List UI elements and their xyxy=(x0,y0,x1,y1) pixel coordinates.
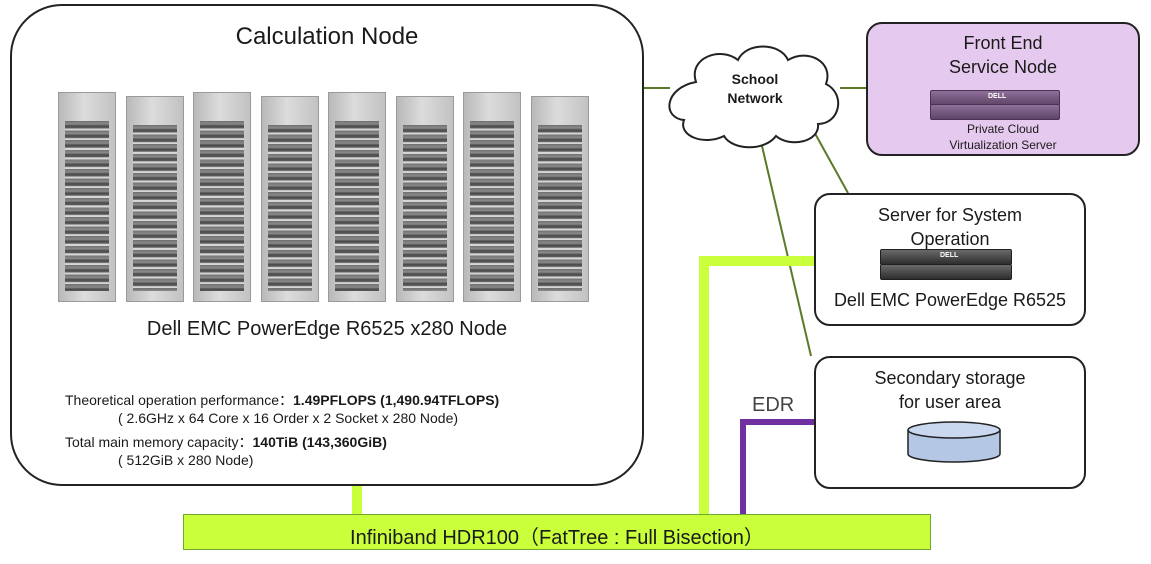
front-end-title-line1: Front End xyxy=(963,33,1043,53)
memory-detail: ( 512GiB x 280 Node) xyxy=(118,452,254,468)
school-network-cloud-icon xyxy=(668,45,840,149)
rack-server-units xyxy=(65,121,109,291)
rack-server-units xyxy=(335,121,379,291)
server-rack xyxy=(463,92,521,302)
memory-label: Total main memory capacity： xyxy=(65,434,253,450)
server-rack xyxy=(125,96,184,302)
rack-server-units xyxy=(267,125,312,291)
server-rack xyxy=(530,96,589,302)
front-end-title-line2: Service Node xyxy=(948,57,1058,77)
network-link-sysop xyxy=(811,127,849,194)
front-end-server-icon: DELL xyxy=(930,90,1060,120)
ib-link-sysop xyxy=(699,256,814,514)
storage-disk-icon xyxy=(907,421,1001,463)
network-link-storage xyxy=(761,145,812,357)
performance-detail: ( 2.6GHz x 64 Core x 16 Order x 2 Socket… xyxy=(118,410,459,426)
system-operation-title-line2: Operation xyxy=(910,229,990,249)
storage-title-line2: for user area xyxy=(898,392,1002,412)
memory-spec: Total main memory capacity：140TiB (143,3… xyxy=(65,432,387,452)
rack-server-units xyxy=(470,121,514,291)
front-end-subtitle-line1: Private Cloud xyxy=(966,122,1040,136)
system-operation-title: Server for System Operation xyxy=(816,203,1084,251)
front-end-service-node-panel: Front End Service Node DELL Private Clou… xyxy=(866,22,1140,156)
rack-server-units xyxy=(402,125,447,291)
school-network-line2: Network xyxy=(727,90,783,106)
system-operation-server-panel: Server for System Operation DELL Dell EM… xyxy=(814,193,1086,326)
server-rack xyxy=(328,92,386,302)
performance-value: 1.49PFLOPS (1,490.94TFLOPS) xyxy=(293,392,500,408)
system-operation-model: Dell EMC PowerEdge R6525 xyxy=(833,290,1067,310)
rack-server-units xyxy=(132,125,177,291)
front-end-title: Front End Service Node xyxy=(868,31,1138,79)
storage-title-line1: Secondary storage xyxy=(874,368,1026,388)
server-rack xyxy=(395,96,454,302)
performance-spec: Theoretical operation performance：1.49PF… xyxy=(65,390,499,410)
rack-server-units xyxy=(200,121,244,291)
calculation-node-title: Calculation Node xyxy=(235,23,419,50)
system-operation-server-brand: DELL xyxy=(940,252,959,259)
server-rack xyxy=(58,92,116,302)
edr-label: EDR xyxy=(752,394,795,416)
calculation-node-model: Dell EMC PowerEdge R6525 x280 Node xyxy=(146,318,508,340)
infiniband-bus: Infiniband HDR100（FatTree : Full Bisecti… xyxy=(183,514,931,550)
secondary-storage-panel: Secondary storage for user area xyxy=(814,356,1086,489)
front-end-server-brand: DELL xyxy=(988,93,1007,100)
front-end-subtitle-line2: Virtualization Server xyxy=(949,138,1057,152)
infiniband-label: Infiniband HDR100（FatTree : Full Bisecti… xyxy=(350,527,764,549)
performance-label: Theoretical operation performance： xyxy=(65,392,294,408)
calculation-node-panel: Calculation Node Dell EMC PowerEdge R652… xyxy=(10,4,644,486)
school-network-label: School Network xyxy=(700,70,810,108)
front-end-subtitle: Private Cloud Virtualization Server xyxy=(868,121,1138,153)
school-network-line1: School xyxy=(731,71,779,87)
memory-value: 140TiB (143,360GiB) xyxy=(252,434,387,450)
edr-link-storage xyxy=(740,419,814,514)
server-rack xyxy=(260,96,319,302)
storage-title: Secondary storage for user area xyxy=(816,366,1084,414)
rack-server-units xyxy=(537,125,582,291)
system-operation-server-icon: DELL xyxy=(880,249,1012,281)
server-rack xyxy=(193,92,251,302)
system-operation-title-line1: Server for System xyxy=(877,205,1023,225)
